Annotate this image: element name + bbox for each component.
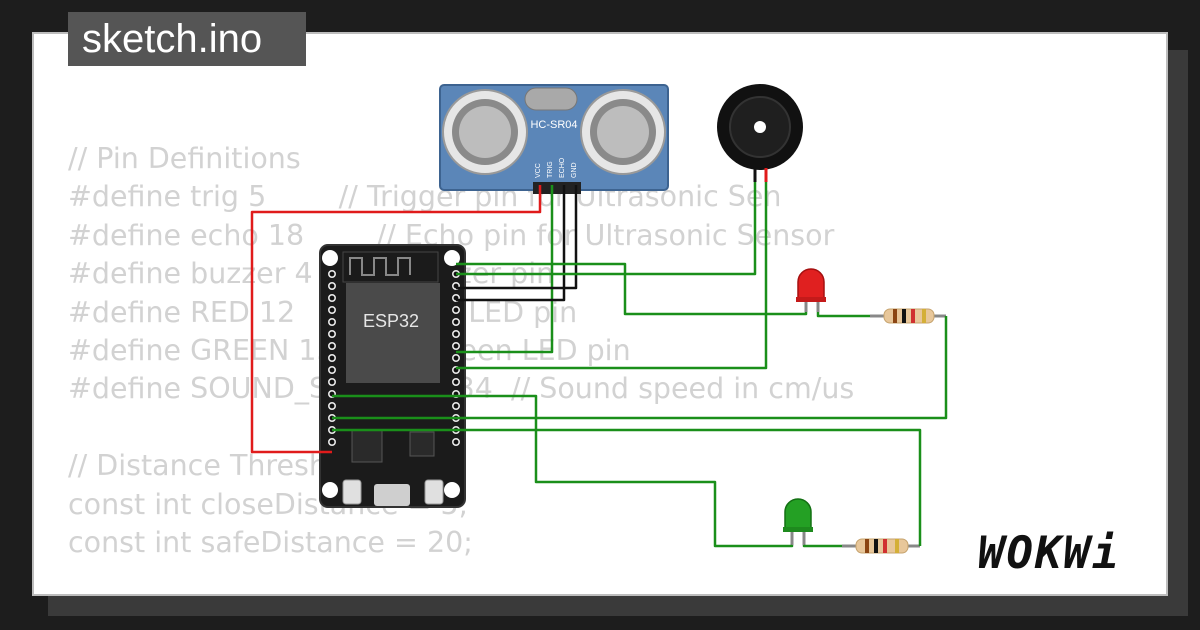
esp32-pin[interactable] [327,305,336,314]
wire-echo [456,185,566,302]
sensor-pin-label: GND [571,162,578,178]
sensor-pin-label: VCC [535,163,542,178]
esp32-pin[interactable] [327,293,336,302]
esp32-pin[interactable] [451,377,460,386]
esp32-pin[interactable] [451,341,460,350]
buzzer[interactable] [717,84,803,182]
wire-green-led-gnd [802,544,842,548]
sensor-pin-label: ECHO [559,157,566,178]
wire-red-led-gnd [816,312,870,318]
esp32-pin[interactable] [327,377,336,386]
esp32-pin[interactable] [327,281,336,290]
esp32-pin[interactable] [327,269,336,278]
file-title-tab[interactable]: sketch.ino [68,12,306,66]
esp32-pin[interactable] [451,437,460,446]
red-led[interactable] [796,268,826,312]
code-line: #define SOUND_SPEED 0.034 // Sound speed… [68,372,855,406]
esp32-board[interactable]: ESP32 [319,244,466,508]
esp32-pin[interactable] [327,353,336,362]
esp32-pin[interactable] [327,341,336,350]
esp32-pin[interactable] [327,365,336,374]
esp32-pin[interactable] [327,329,336,338]
mcu-label: ESP32 [363,311,419,331]
esp32-pin[interactable] [451,401,460,410]
green-led[interactable] [783,498,813,545]
sensor-pin-label: TRIG [547,161,554,178]
esp32-pin[interactable] [451,329,460,338]
code-line: const int safeDistance = 20; [68,525,473,559]
green-resistor[interactable] [842,538,920,554]
esp32-pin[interactable] [451,317,460,326]
wire-red-led [456,262,808,316]
red-resistor[interactable] [870,308,946,324]
code-line: // Pin Definitions [68,142,301,175]
wire-buzzer-neg [456,182,757,276]
sensor-label: HC-SR04 [530,119,577,131]
esp32-pin[interactable] [451,305,460,314]
wire-green-resistor [332,428,922,546]
ultrasonic-sensor[interactable]: HC-SR04 VCC TRIG ECHO GND [439,84,669,194]
code-line: #define echo 18 // Echo pin for Ultrason… [68,218,835,252]
wokwi-logo: WOKWi [978,528,1121,579]
wires [250,182,948,548]
esp32-pin[interactable] [327,317,336,326]
wire-vcc [250,185,542,454]
wire-gnd [456,185,578,290]
esp32-pin[interactable] [327,401,336,410]
wire-trig [456,185,554,354]
wire-buzzer-pos [456,182,768,370]
wire-green-led [332,394,794,548]
esp32-pin[interactable] [327,437,336,446]
esp32-pin[interactable] [451,353,460,362]
